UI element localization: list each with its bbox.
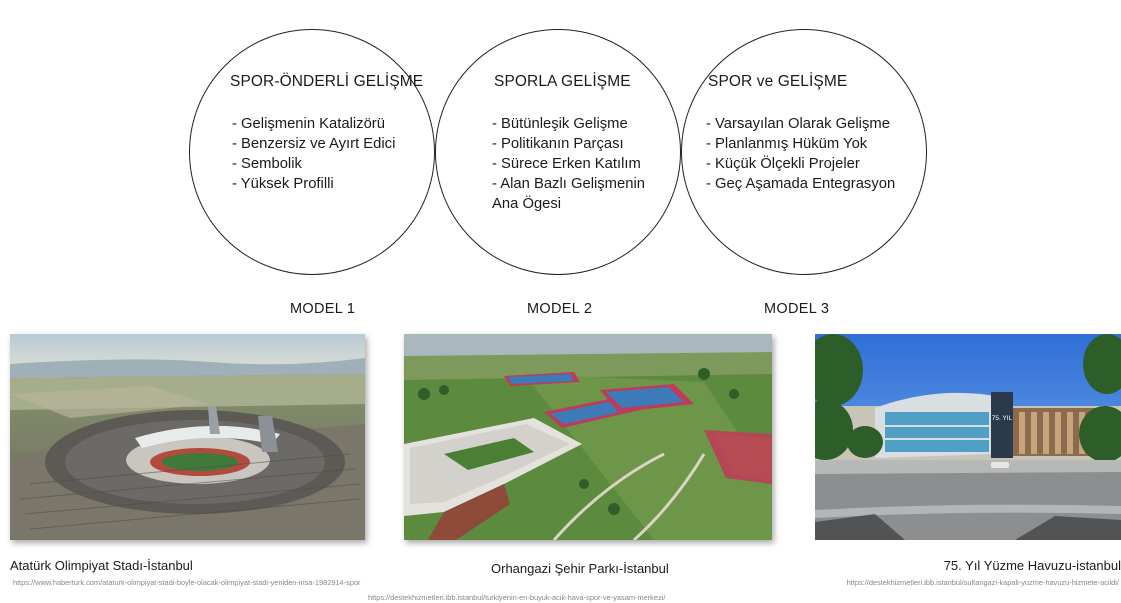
model-2-item: - Alan Bazlı Gelişmenin Ana Ögesi bbox=[492, 176, 645, 212]
model-2-item: - Politikanın Parçası bbox=[492, 136, 624, 152]
model-2-label: MODEL 2 bbox=[527, 301, 593, 317]
model-2-item: - Sürece Erken Katılım bbox=[492, 156, 641, 172]
model-1-circle bbox=[189, 29, 435, 275]
model-3-item: - Planlanmış Hüküm Yok bbox=[706, 136, 868, 152]
model-1-title: SPOR-ÖNDERLİ GELİŞME bbox=[230, 73, 424, 90]
model-3-item: - Geç Aşamada Entegrasyon bbox=[706, 176, 896, 192]
model-2-circle bbox=[435, 29, 681, 275]
model-3-circle bbox=[681, 29, 927, 275]
model-1-list: - Gelişmenin Katalizörü - Benzersiz ve A… bbox=[232, 114, 395, 194]
model-1-item: - Gelişmenin Katalizörü bbox=[232, 116, 385, 132]
stadium-caption: Atatürk Olimpiyat Stadı-İstanbul bbox=[10, 558, 193, 573]
park-caption: Orhangazi Şehir Parkı-İstanbul bbox=[491, 561, 669, 576]
model-2-item: - Bütünleşik Gelişme bbox=[492, 116, 628, 132]
model-3-item: - Küçük Ölçekli Projeler bbox=[706, 156, 860, 172]
model-2-list: - Bütünleşik Gelişme - Politikanın Parça… bbox=[492, 114, 662, 214]
pool-source-link[interactable]: https://destekhizmetleri.ibb.istanbul/su… bbox=[846, 578, 1119, 587]
pool-building-sign: 75. YIL bbox=[992, 415, 1013, 422]
park-source-link[interactable]: https://destekhizmetleri.ibb.istanbul/tu… bbox=[368, 593, 666, 602]
model-3-label: MODEL 3 bbox=[764, 301, 830, 317]
model-3-title: SPOR ve GELİŞME bbox=[708, 73, 848, 90]
model-3-item: - Varsayılan Olarak Gelişme bbox=[706, 116, 890, 132]
pool-building-photo: 75. YIL bbox=[815, 334, 1121, 540]
model-1-item: - Yüksek Profilli bbox=[232, 176, 334, 192]
pool-caption: 75. Yıl Yüzme Havuzu-istanbul bbox=[943, 558, 1121, 573]
model-2-title: SPORLA GELİŞME bbox=[494, 73, 631, 90]
stadium-photo bbox=[10, 334, 365, 540]
model-1-item: - Sembolik bbox=[232, 156, 302, 172]
stadium-source-link[interactable]: https://www.haberturk.com/ataturk-olimpi… bbox=[13, 578, 361, 587]
model-1-label: MODEL 1 bbox=[290, 301, 356, 317]
park-photo bbox=[404, 334, 772, 540]
model-3-list: - Varsayılan Olarak Gelişme - Planlanmış… bbox=[706, 114, 895, 194]
model-1-item: - Benzersiz ve Ayırt Edici bbox=[232, 136, 396, 152]
